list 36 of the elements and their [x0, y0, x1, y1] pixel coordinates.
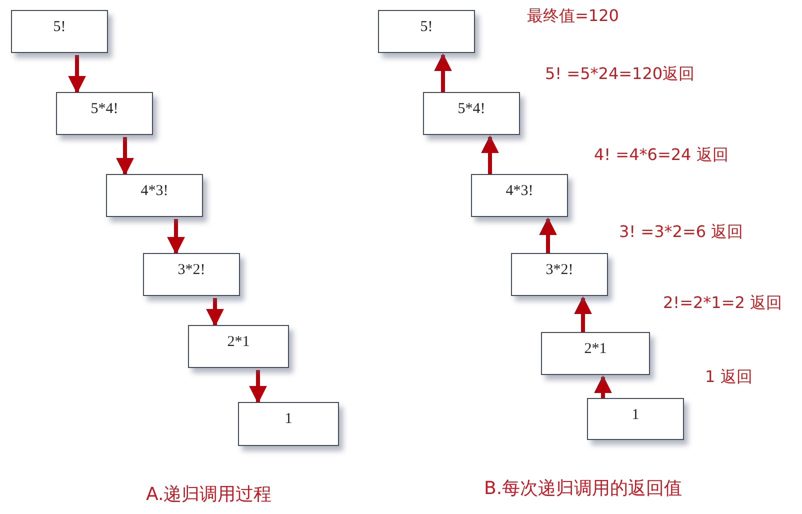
arrow	[167, 219, 185, 255]
caption: B.每次递归调用的返回值	[484, 477, 682, 500]
arrow	[116, 137, 134, 176]
process-box	[423, 92, 520, 135]
process-box	[587, 398, 684, 440]
process-box	[106, 174, 203, 217]
process-box	[541, 332, 650, 375]
box-text: 4*3!	[140, 183, 168, 201]
process-box	[143, 253, 240, 296]
arrow	[206, 298, 224, 327]
box-text: 5!	[53, 19, 66, 37]
process-box	[471, 174, 568, 217]
box-text: 4*3!	[506, 183, 534, 201]
process-box	[188, 325, 289, 368]
arrow	[481, 135, 499, 174]
box-text: 2*1	[584, 341, 607, 359]
box-text: 3*2!	[178, 262, 206, 280]
box-text: 5*4!	[90, 101, 118, 119]
arrow	[594, 375, 612, 398]
caption: A.递归调用过程	[146, 483, 272, 506]
box-text: 1	[632, 407, 640, 425]
box-text: 5*4!	[458, 101, 486, 119]
arrow	[434, 53, 452, 92]
arrow	[68, 55, 86, 94]
box-text: 5!	[420, 19, 433, 37]
process-box	[238, 402, 339, 446]
process-box	[56, 92, 153, 135]
box-text: 2*1	[227, 334, 250, 352]
box-text: 1	[284, 411, 292, 429]
box-text: 3*2!	[546, 262, 574, 280]
arrow	[539, 217, 557, 253]
process-box	[11, 10, 108, 53]
process-box	[378, 10, 475, 53]
process-box	[511, 253, 608, 296]
arrow	[249, 370, 267, 404]
arrow	[574, 296, 592, 332]
